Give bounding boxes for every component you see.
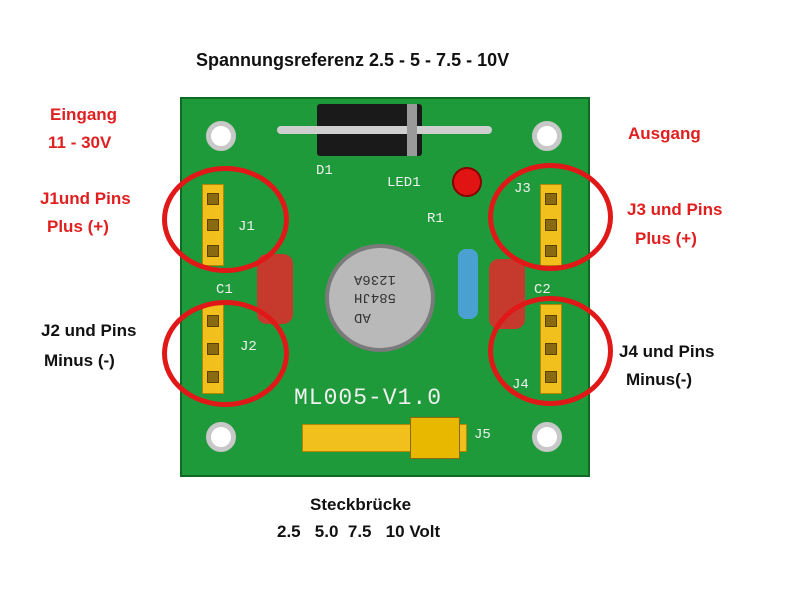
j2-polarity-label: Minus (-) — [44, 351, 115, 370]
jumper-cap — [410, 417, 460, 459]
output-label: Ausgang — [628, 124, 701, 143]
j4-polarity-label: Minus(-) — [626, 370, 693, 389]
jumper-voltages-label: 2.5 5.0 7.5 10 Volt — [277, 522, 441, 541]
resistor-r1 — [458, 249, 478, 319]
silk-model: ML005-V1.0 — [294, 385, 443, 411]
silk-led1: LED1 — [387, 175, 421, 191]
led-red — [452, 167, 482, 197]
silk-c1: C1 — [216, 282, 233, 298]
mount-hole-bottom-left — [206, 422, 236, 452]
j4-label: J4 und Pins — [619, 342, 715, 361]
diode-lead — [277, 126, 492, 134]
highlight-circle-j3 — [488, 163, 613, 271]
voltage-reference-chip — [325, 244, 435, 352]
pcb-board: D1 LED1 J1 C1 J2 1236A 584JH AD R1 C2 J3… — [180, 97, 590, 477]
mount-hole-top-left — [206, 121, 236, 151]
silk-d1: D1 — [316, 163, 333, 179]
j1-label: J1und Pins — [40, 189, 131, 208]
j3-polarity-label: Plus (+) — [635, 229, 697, 248]
jumper-label: Steckbrücke — [310, 495, 412, 514]
page-title: Spannungsreferenz 2.5 - 5 - 7.5 - 10V — [196, 50, 510, 70]
highlight-circle-j4 — [488, 296, 613, 406]
input-label: Eingang — [50, 105, 118, 124]
silk-chip-top: 1236A — [354, 271, 397, 287]
highlight-circle-j1 — [162, 166, 289, 273]
input-voltage-label: 11 - 30V — [48, 133, 112, 152]
silk-c2: C2 — [534, 282, 551, 298]
silk-j5: J5 — [474, 427, 491, 443]
mount-hole-bottom-right — [532, 422, 562, 452]
mount-hole-top-right — [532, 121, 562, 151]
silk-chip-bottom: 584JH — [354, 289, 397, 305]
j3-label: J3 und Pins — [627, 200, 723, 219]
diode-band — [407, 104, 417, 156]
silk-chip-brand: AD — [354, 309, 371, 325]
j1-polarity-label: Plus (+) — [47, 217, 109, 236]
j2-label: J2 und Pins — [41, 321, 137, 340]
silk-r1: R1 — [427, 211, 444, 227]
highlight-circle-j2 — [162, 300, 289, 407]
